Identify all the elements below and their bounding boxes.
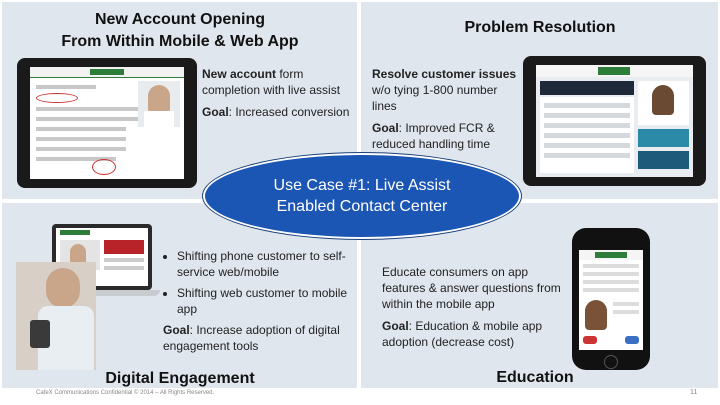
center-line1: Use Case #1: Live Assist	[273, 177, 451, 194]
education-title: Education	[496, 369, 574, 386]
center-use-case-oval: Use Case #1: Live Assist Enabled Contact…	[203, 153, 521, 239]
bullet-item: Shifting phone customer to self-service …	[177, 248, 353, 280]
digital-engagement-text: Shifting phone customer to self-service …	[163, 248, 353, 354]
phone-image-education	[572, 228, 650, 370]
laptop-base	[44, 290, 160, 296]
new-account-desc: form completion with live assist	[202, 67, 341, 97]
new-account-goal: : Increased conversion	[228, 105, 350, 119]
footer-confidential: CafeX Communications Confidential © 2014…	[36, 390, 215, 396]
digital-engagement-goal-label: Goal	[163, 323, 190, 337]
new-account-text: New account form completion with live as…	[202, 66, 352, 126]
bullet-item: Shifting web customer to mobile app	[177, 285, 353, 317]
education-desc: Educate consumers on app features & answ…	[382, 265, 561, 311]
new-account-desc-bold: New account	[202, 67, 277, 81]
digital-engagement-title: Digital Engagement	[105, 370, 255, 387]
tablet-image-problem-resolution	[523, 56, 706, 186]
tablet-screen	[536, 65, 693, 177]
new-account-goal-label: Goal	[202, 105, 229, 119]
problem-resolution-text: Resolve customer issues w/o tying 1-800 …	[372, 66, 520, 158]
phone-screen	[579, 250, 643, 350]
problem-resolution-title: Problem Resolution	[464, 19, 616, 36]
new-account-title-line1: New Account Opening	[94, 11, 266, 28]
new-account-title-line2: From Within Mobile & Web App	[61, 33, 299, 50]
problem-resolution-desc: w/o tying 1-800 number lines	[372, 83, 498, 113]
education-goal: : Education & mobile app adoption (decre…	[382, 319, 543, 349]
problem-resolution-goal: : Improved FCR & reduced handling time	[372, 121, 495, 151]
education-goal-label: Goal	[382, 319, 409, 333]
page-number: 11	[690, 389, 698, 396]
home-button-icon	[604, 355, 618, 369]
laptop-screen	[56, 228, 148, 286]
education-text: Educate consumers on app features & answ…	[382, 264, 562, 356]
digital-engagement-bullets: Shifting phone customer to self-service …	[163, 248, 353, 317]
problem-resolution-desc-bold: Resolve customer issues	[372, 67, 517, 81]
digital-engagement-goal: : Increase adoption of digital engagemen…	[163, 323, 340, 353]
laptop-image	[52, 224, 152, 290]
tablet-screen	[30, 67, 184, 179]
problem-resolution-goal-label: Goal	[372, 121, 399, 135]
new-account-title: New Account Opening From Within Mobile &…	[40, 9, 320, 53]
center-line2: Enabled Contact Center	[276, 198, 448, 215]
person-with-phone-image	[16, 262, 96, 370]
tablet-image-new-account	[17, 58, 197, 188]
